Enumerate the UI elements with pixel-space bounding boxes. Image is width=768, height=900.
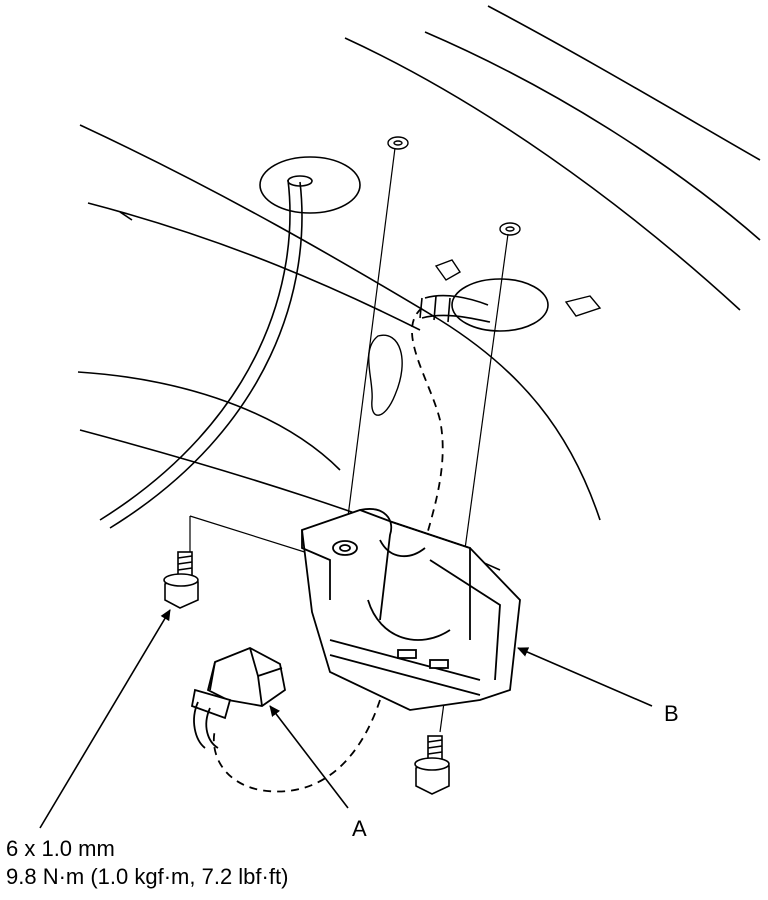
bolt-hole-right (499, 222, 521, 236)
arrow-to-bolt (39, 609, 171, 829)
bracket-b (301, 508, 521, 711)
arrow-to-bracket-b (517, 647, 653, 707)
wire-route-dashed (213, 307, 444, 793)
bolt-torque-spec: 9.8 N·m (1.0 kgf·m, 7.2 lbf·ft) (6, 864, 289, 889)
grommet-upper-left (259, 156, 361, 214)
leader-arrows (39, 609, 653, 829)
panel-cutouts (368, 259, 602, 416)
callout-a: A (352, 816, 367, 841)
bolt-hole-upper (387, 136, 409, 150)
callout-b: B (664, 701, 679, 726)
arrow-to-connector-a (269, 705, 349, 809)
grommet-right (419, 278, 549, 332)
body-panel-lines (77, 5, 761, 571)
bolt-lower (414, 735, 450, 795)
connector-a (190, 647, 286, 749)
bolt-left (163, 551, 199, 609)
bolt-size-spec: 6 x 1.0 mm (6, 836, 115, 861)
harness-wire (99, 179, 303, 529)
